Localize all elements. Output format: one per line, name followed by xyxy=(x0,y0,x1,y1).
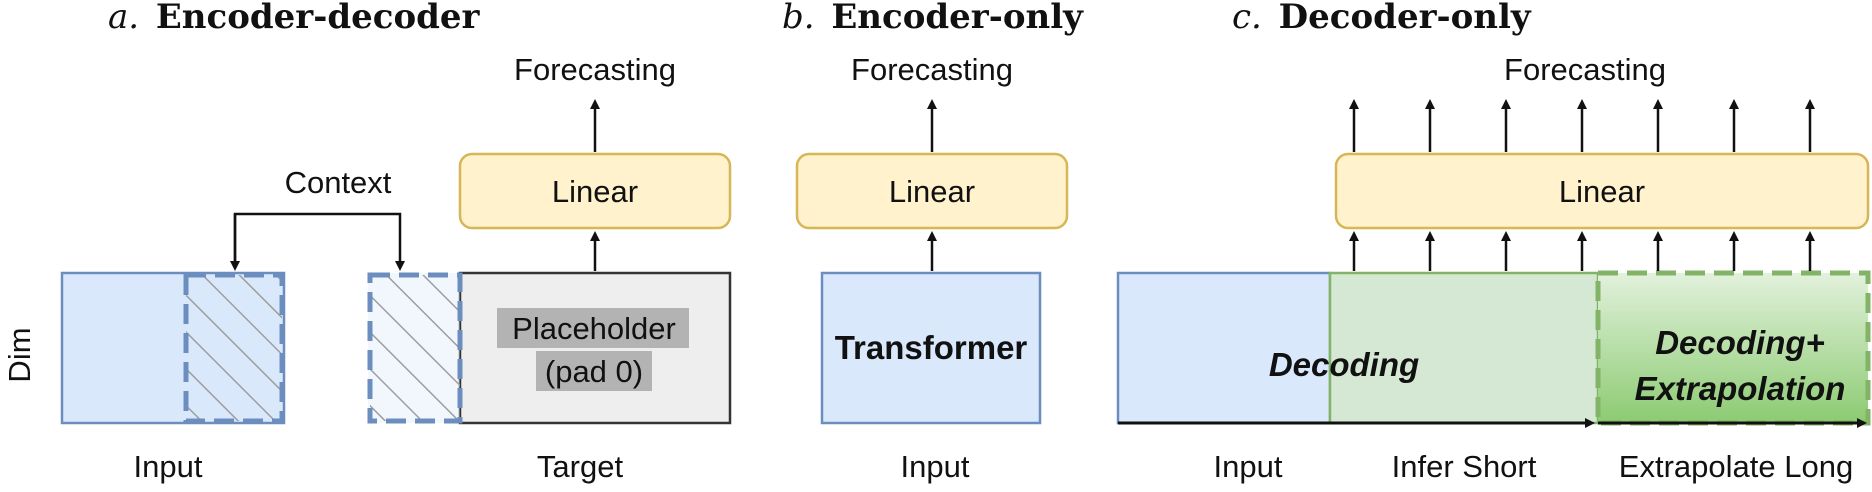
placeholder-highlight-1 xyxy=(497,308,689,348)
placeholder-highlight-2 xyxy=(536,351,652,391)
dim-label: Dim xyxy=(2,327,37,382)
transformer-block xyxy=(820,271,1042,425)
linear-block-a xyxy=(458,152,732,230)
linear-label-b: Linear xyxy=(889,174,975,209)
infer-short-label: Infer Short xyxy=(1392,449,1537,484)
section-title-a: a. Encoder-decoder xyxy=(108,0,481,37)
linear-label-c: Linear xyxy=(1559,174,1645,209)
section-name-b: Encoder-only xyxy=(831,0,1084,37)
section-name-c: Decoder-only xyxy=(1279,0,1532,37)
input-label-c: Input xyxy=(1214,449,1283,484)
context-bracket-right xyxy=(233,212,405,271)
token-arrows xyxy=(1349,99,1815,271)
forecast-label-a: Forecasting xyxy=(514,52,676,87)
extrapolation-label: Decoding+ xyxy=(1655,324,1825,361)
target-label-a: Target xyxy=(537,449,624,484)
linear-label-a: Linear xyxy=(552,174,638,209)
decoder-input-block xyxy=(1116,271,1332,425)
forecast-label-c: Forecasting xyxy=(1504,52,1666,87)
extrapolation-sublabel: Extrapolation xyxy=(1635,370,1846,407)
section-prefix-a: a. xyxy=(108,0,139,37)
target-context-region xyxy=(367,272,463,424)
extrapolate-long-label: Extrapolate Long xyxy=(1619,449,1853,484)
placeholder-sublabel: (pad 0) xyxy=(545,354,643,389)
section-title-b: b. Encoder-only xyxy=(782,0,1084,37)
section-title-c: c. Decoder-only xyxy=(1232,0,1532,37)
linear-block-c xyxy=(1334,152,1870,230)
section-prefix-b: b. xyxy=(782,0,815,37)
decoding-label: Decoding xyxy=(1269,346,1419,383)
transformer-label: Transformer xyxy=(835,329,1028,366)
target-context-hatch xyxy=(370,275,460,421)
context-label: Context xyxy=(285,165,392,200)
linear-block-b xyxy=(795,152,1069,230)
input-context-region xyxy=(183,272,285,424)
input-label-a: Input xyxy=(134,449,203,484)
section-name-a: Encoder-decoder xyxy=(156,0,481,37)
placeholder-label: Placeholder xyxy=(512,311,676,346)
input-context-hatch xyxy=(186,275,282,421)
forecast-label-b: Forecasting xyxy=(851,52,1013,87)
input-label-b: Input xyxy=(901,449,970,484)
section-prefix-c: c. xyxy=(1232,0,1262,37)
